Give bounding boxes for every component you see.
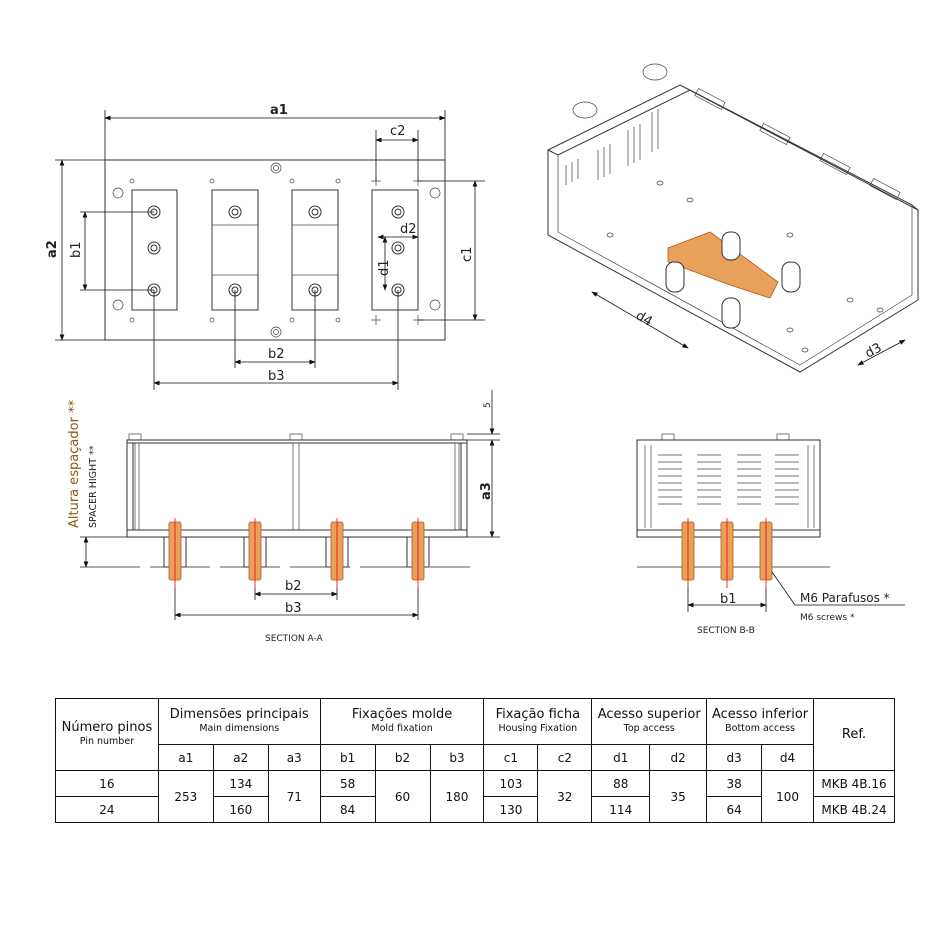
col-b1: b1 — [319, 744, 376, 771]
dim-c1-label: c1 — [460, 247, 475, 262]
col-d4: d4 — [761, 744, 814, 771]
col-c1: c1 — [483, 744, 539, 771]
table-row: 16 253 134 71 58 60 180 103 32 88 35 38 … — [55, 770, 895, 823]
section-aa-b2-label: b2 — [285, 579, 302, 594]
dim-a2-label: a2 — [45, 240, 60, 258]
col-c2: c2 — [537, 744, 593, 771]
table-row: 24 160 84 130 114 64 MKB 4B.24 — [55, 796, 895, 823]
section-b-b: b1 M6 Parafusos * M6 screws * SECTION B-… — [636, 433, 905, 636]
col-a2: a2 — [212, 744, 269, 771]
dim-d4-label: d4 — [633, 308, 655, 329]
cell-a2: 160 — [212, 796, 269, 823]
cell-c2: 32 — [537, 770, 593, 823]
cell-b1: 84 — [319, 796, 376, 823]
col-a3: a3 — [267, 744, 321, 771]
cell-d3: 64 — [706, 796, 763, 823]
spacer-height-en-label: SPACER HIGHT ** — [88, 445, 99, 528]
cell-a2: 134 — [212, 770, 269, 797]
dim-b2-label: b2 — [268, 347, 285, 362]
col-d1: d1 — [591, 744, 651, 771]
section-aa-b3-label: b3 — [285, 601, 302, 616]
cell-b1: 58 — [319, 770, 376, 797]
cell-a1: 253 — [157, 770, 214, 823]
header-ref: Ref. — [813, 698, 895, 771]
dim-b3-label: b3 — [268, 369, 285, 384]
isometric-view: d4 d3 — [547, 63, 919, 373]
cell-b3: 180 — [429, 770, 485, 823]
dim-d3-label: d3 — [863, 341, 885, 362]
dim-a3-label: a3 — [479, 482, 494, 500]
col-b3: b3 — [429, 744, 485, 771]
cell-c1: 103 — [483, 770, 539, 797]
dim-d2-label: d2 — [400, 222, 417, 237]
cell-d4: 100 — [761, 770, 814, 823]
cell-b2: 60 — [374, 770, 431, 823]
dim-b1-label: b1 — [69, 241, 84, 258]
dim-5-label: 5 — [483, 402, 493, 408]
cell-d2: 35 — [649, 770, 708, 823]
screws-en-label: M6 screws * — [800, 613, 855, 623]
col-d3: d3 — [706, 744, 763, 771]
section-bb-b1-label: b1 — [720, 592, 737, 607]
col-d2: d2 — [649, 744, 708, 771]
cell-pins: 16 — [55, 770, 159, 797]
cell-pins: 24 — [55, 796, 159, 823]
dim-d1-label: d1 — [377, 259, 392, 276]
dim-c2-label: c2 — [390, 124, 405, 139]
spacer-height-pt-label: Altura espaçador ** — [67, 399, 82, 528]
cell-ref: MKB 4B.16 — [813, 770, 895, 797]
col-b2: b2 — [374, 744, 431, 771]
cell-a3: 71 — [267, 770, 321, 823]
dim-a1-label: a1 — [270, 103, 288, 118]
top-view: a1 c2 a2 b1 c1 d2 d1 b2 b3 — [45, 103, 485, 390]
cell-c1: 130 — [483, 796, 539, 823]
cell-d3: 38 — [706, 770, 763, 797]
section-a-a: b2 b3 SECTION A-A a3 5 Altura espaçador … — [67, 390, 500, 644]
cell-d1: 88 — [591, 770, 651, 797]
screws-pt-label: M6 Parafusos * — [800, 591, 890, 605]
col-a1: a1 — [157, 744, 214, 771]
section-bb-title: SECTION B-B — [697, 626, 755, 636]
cell-ref: MKB 4B.24 — [813, 796, 895, 823]
cell-d1: 114 — [591, 796, 651, 823]
section-aa-title: SECTION A-A — [265, 634, 324, 644]
